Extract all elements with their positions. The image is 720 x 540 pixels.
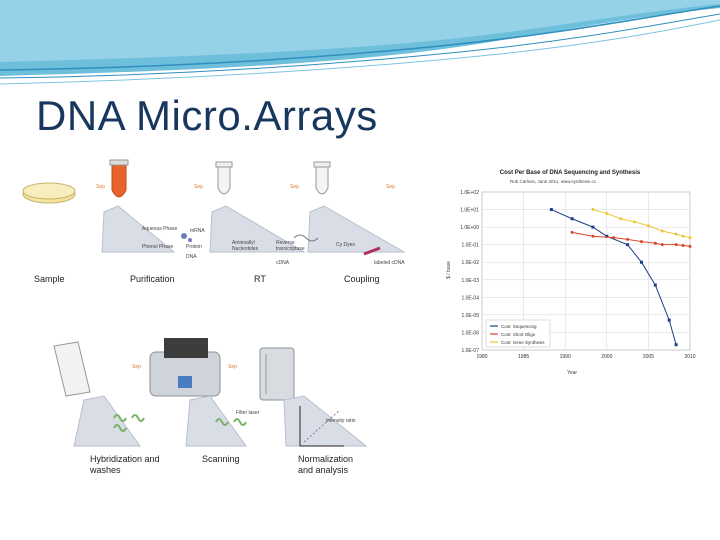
data-point xyxy=(653,241,657,245)
top-banner xyxy=(0,0,720,85)
annotation-filter-laser: Filter laser xyxy=(236,410,260,416)
chart-title: Cost Per Base of DNA Sequencing and Synt… xyxy=(500,170,641,176)
legend-entry: Cost: Sequencing xyxy=(501,324,537,329)
data-point xyxy=(570,230,574,234)
y-tick-label: 1.0E-03 xyxy=(461,278,479,284)
data-point xyxy=(626,243,630,247)
data-point xyxy=(653,283,657,287)
page-title: DNA Micro.Arrays xyxy=(36,92,378,139)
annotation-cdna: cDNA xyxy=(276,260,290,266)
y-tick-label: 1.0E+01 xyxy=(460,208,479,214)
y-tick-label: 1.0E+00 xyxy=(460,225,479,231)
y-tick-label: 1.0E+02 xyxy=(460,190,479,196)
data-point xyxy=(626,237,630,241)
chart-svg: Cost Per Base of DNA Sequencing and Synt… xyxy=(446,170,696,376)
step-label-coupling: Coupling xyxy=(344,274,380,284)
data-point xyxy=(549,208,553,212)
y-tick-label: 1.0E-07 xyxy=(461,348,479,354)
y-tick-label: 1.0E-04 xyxy=(461,295,479,301)
x-tick-label: 2000 xyxy=(601,354,612,360)
annotation-dna: DNA xyxy=(186,254,197,260)
cost-per-base-chart: Cost Per Base of DNA Sequencing and Synt… xyxy=(440,158,704,382)
data-point xyxy=(570,217,574,221)
data-point xyxy=(639,260,643,264)
x-axis-label: Year xyxy=(567,370,577,376)
data-point xyxy=(681,234,685,238)
annotation-phenol-phase: Phenol Phase xyxy=(142,244,174,250)
data-point xyxy=(660,243,664,247)
chart-subtitle: Rob Carlson, June 2011, www.synthesis.cc xyxy=(510,179,597,184)
y-tick-label: 1.0E-05 xyxy=(461,313,479,319)
data-point xyxy=(605,234,609,238)
annotation-cy-dyes: Cy Dyes xyxy=(336,242,355,248)
step-label-purification: Purification xyxy=(130,274,175,284)
separator-mark: Sep xyxy=(386,184,395,190)
data-point xyxy=(619,217,623,221)
y-axis-label: $ / base xyxy=(446,261,452,279)
legend-entry: Cost: Gene Synthesis xyxy=(501,340,545,345)
legend-entry: Cost: Short Oligo xyxy=(501,332,536,337)
y-tick-label: 1.0E-02 xyxy=(461,260,479,266)
data-point xyxy=(688,236,692,240)
workflow-illustrations xyxy=(22,159,406,447)
y-tick-label: 1.0E-06 xyxy=(461,330,479,336)
separator-mark: Sep xyxy=(96,184,105,190)
annotation-labeled-cdna: labeled cDNA xyxy=(374,260,405,266)
step-label-normalization: Normalization and analysis xyxy=(298,454,354,475)
microarray-workflow-diagram: Sep Sep Sep Sep Sep Sep Aqueous Phase Ph… xyxy=(14,156,418,516)
data-point xyxy=(660,229,664,233)
data-point xyxy=(646,224,650,228)
data-point xyxy=(591,225,595,229)
step-label-rt: RT xyxy=(254,274,266,284)
x-tick-label: 1990 xyxy=(560,354,571,360)
x-tick-label: 1985 xyxy=(518,354,529,360)
x-tick-label: 2005 xyxy=(643,354,654,360)
annotation-reverse-transcriptase: Reverse transcriptase xyxy=(276,240,305,252)
annotation-protein: Protein xyxy=(186,244,202,250)
data-point xyxy=(681,243,685,247)
separator-mark: Sep xyxy=(290,184,299,190)
data-point xyxy=(591,208,595,212)
x-tick-label: 2010 xyxy=(684,354,695,360)
annotation-aqueous-phase: Aqueous Phase xyxy=(142,226,178,232)
series-line xyxy=(572,231,691,247)
data-point xyxy=(667,318,671,322)
annotation-mrna: mRNA xyxy=(190,228,205,234)
annotation-aminoallyl-nucleotides: Aminoallyl Nucleotides xyxy=(232,240,259,252)
data-point xyxy=(674,232,678,236)
separator-mark: Sep xyxy=(194,184,203,190)
separator-mark: Sep xyxy=(132,364,141,370)
data-point xyxy=(639,240,643,244)
step-label-scanning: Scanning xyxy=(202,454,240,464)
data-point xyxy=(612,236,616,240)
annotation-intensity-ratio: intensity ratio xyxy=(326,418,356,424)
data-point xyxy=(633,220,637,224)
x-tick-label: 1980 xyxy=(476,354,487,360)
data-point xyxy=(674,243,678,247)
data-point xyxy=(688,244,692,248)
step-label-hybridization: Hybridization and washes xyxy=(90,454,160,475)
step-label-sample: Sample xyxy=(34,274,65,284)
data-point xyxy=(591,234,595,238)
separator-mark: Sep xyxy=(228,364,237,370)
data-point xyxy=(674,343,678,347)
y-tick-label: 1.0E-01 xyxy=(461,243,479,249)
data-point xyxy=(605,211,609,215)
